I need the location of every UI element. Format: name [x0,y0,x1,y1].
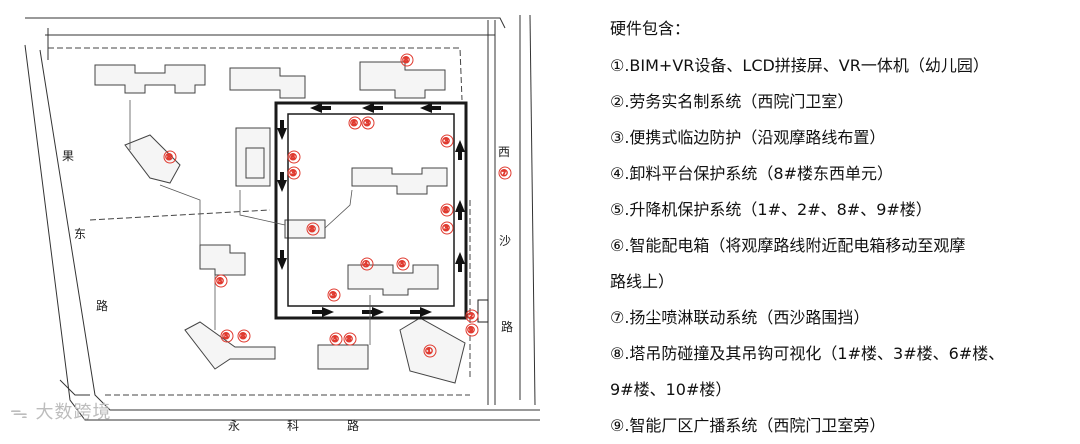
marker-8: ⑧ [402,56,410,66]
gate-box [477,299,489,323]
marker-3: ③ [442,224,450,234]
marker-5: ⑤ [222,332,230,342]
hardware-markers: ⑧ ⑥ ③ ③ ⑧ ⑥ ③ ⑦ ⑥ ③ ⑧ ⑤ ④ ⑤ ③ ⑤ ⑧ ⑤ ⑧ ① … [163,53,512,358]
south-road-char-2: 科 [287,419,299,431]
legend-item-3: ③.便携式临边防护（沿观摩路线布置） [610,128,886,147]
south-road-char-3: 路 [347,418,359,431]
marker-6: ⑥ [350,119,358,129]
legend-item-2: ②.劳务实名制系统（西院门卫室） [610,92,854,111]
west-road-char-3: 路 [96,298,108,313]
route-arrows [277,103,465,317]
marker-5: ⑤ [398,260,406,270]
marker-6: ⑥ [289,153,297,163]
site-paths [129,100,371,345]
east-road-char-2: 沙 [499,234,511,248]
legend-item-9: ⑨.智能厂区广播系统（西院门卫室旁） [610,416,886,435]
marker-4: ④ [362,260,370,270]
site-boundary [24,14,540,421]
marker-5: ⑤ [331,335,339,345]
legend-item-8: ⑧.塔吊防碰撞及其吊钩可视化（1#楼、3#楼、6#楼、 [610,344,1005,363]
legend-item-6-cont: 路线上） [610,272,675,291]
east-road-char-1: 西 [498,145,510,159]
marker-3: ③ [289,169,297,179]
south-road-char-1: 永 [228,419,240,431]
legend-item-7: ⑦.扬尘喷淋联动系统（西沙路围挡） [610,308,870,327]
marker-7: ⑦ [500,169,508,179]
marker-3: ③ [329,291,337,301]
marker-5: ⑤ [216,277,224,287]
legend-title: 硬件包含： [610,19,691,38]
marker-2: ② [467,312,475,322]
road-labels: 果 东 路 西 沙 路 永 科 路 [62,145,513,431]
legend-item-6: ⑥.智能配电箱（将观摩路线附近配电箱移动至观摩 [610,236,966,255]
marker-3: ③ [442,137,450,147]
marker-6: ⑥ [442,206,450,216]
legend-item-8-cont: 9#楼、10#楼） [610,380,732,399]
west-road-char-1: 果 [62,149,74,163]
hardware-legend: 硬件包含： ①.BIM+VR设备、LCD拼接屏、VR一体机（幼儿园） ②.劳务实… [608,14,1074,444]
marker-8: ⑧ [239,332,247,342]
marker-8: ⑧ [308,225,316,235]
legend-item-1: ①.BIM+VR设备、LCD拼接屏、VR一体机（幼儿园） [610,56,989,75]
legend-item-4: ④.卸料平台保护系统（8#楼东西单元） [610,164,894,183]
marker-9: ⑨ [467,326,475,336]
watermark-text: 大数跨境 [35,402,112,423]
observation-route [274,101,468,320]
east-road-char-3: 路 [501,319,513,334]
marker-8: ⑧ [345,335,353,345]
marker-8: ⑧ [165,153,173,163]
site-plan: 果 东 路 西 沙 路 永 科 路 ⑧ ⑥ ③ ③ ⑧ ⑥ ③ ⑦ ⑥ ③ ⑧ … [24,14,540,431]
legend-item-5: ⑤.升降机保护系统（1#、2#、8#、9#楼） [610,200,932,219]
watermark-logo: ᯓ 大数跨境 [10,398,111,424]
buildings [94,61,466,384]
watermark-icon: ᯓ [10,402,29,423]
marker-1: ① [425,347,433,357]
west-road-char-2: 东 [74,227,86,241]
marker-3: ③ [363,119,371,129]
